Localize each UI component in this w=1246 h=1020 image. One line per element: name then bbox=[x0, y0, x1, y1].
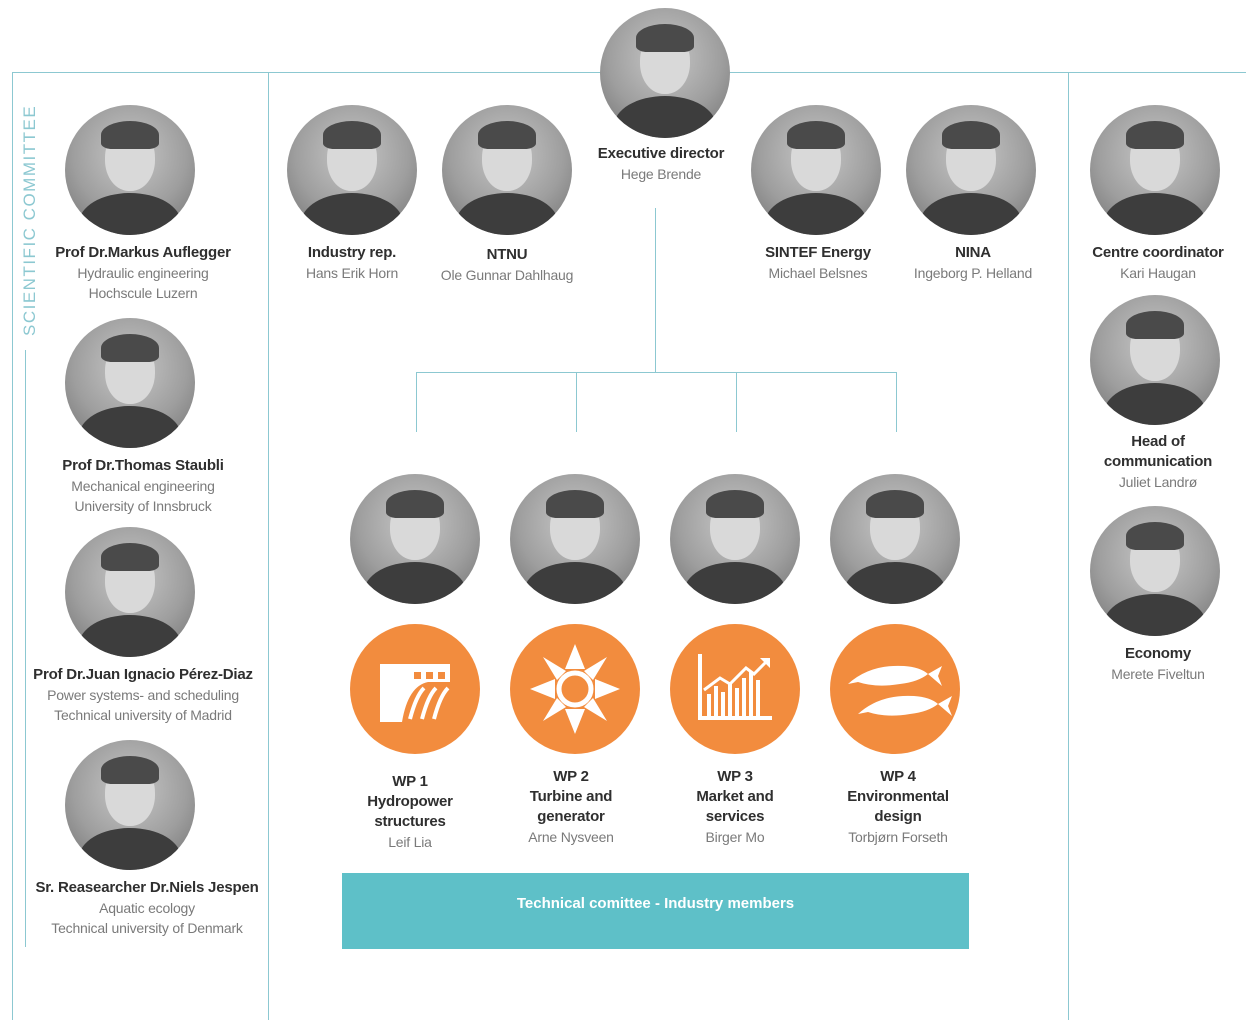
member-field: Power systems- and scheduling bbox=[47, 687, 239, 703]
member-name: Prof Dr.Markus Auflegger bbox=[55, 244, 231, 261]
member-institution: University of Innsbruck bbox=[74, 498, 212, 514]
wp-leader: Torbjørn Forseth bbox=[848, 829, 948, 845]
staff-role: Head of bbox=[1131, 433, 1185, 450]
staff-role: communication bbox=[1103, 453, 1213, 470]
turbine-icon bbox=[510, 624, 640, 754]
wp-id: WP 1 bbox=[392, 773, 428, 790]
staff-name: Juliet Landrø bbox=[1118, 474, 1198, 490]
avatar bbox=[65, 740, 195, 870]
wp-label: WP 4 Environmental design Torbjørn Forse… bbox=[778, 767, 1018, 847]
wp-title: Environmental bbox=[847, 788, 949, 805]
wp-title: Hydropower bbox=[367, 793, 453, 810]
member-field: Hydraulic engineering bbox=[77, 265, 209, 281]
director-stem-line bbox=[655, 208, 656, 372]
staff-role: Centre coordinator bbox=[1092, 244, 1224, 261]
staff-name: Kari Haugan bbox=[1120, 265, 1196, 281]
member-institution: Hochscule Luzern bbox=[88, 285, 198, 301]
wp3-drop-line bbox=[736, 372, 737, 432]
board-member: Industry rep. Hans Erik Horn bbox=[232, 243, 472, 283]
wp-branch-line bbox=[416, 372, 897, 373]
wp-leader: Leif Lia bbox=[388, 834, 432, 850]
wp-title: structures bbox=[374, 813, 446, 830]
avatar bbox=[65, 105, 195, 235]
staff-member: Head of communication Juliet Landrø bbox=[1038, 432, 1246, 492]
avatar bbox=[350, 474, 480, 604]
wp-label: WP 1 Hydropower structures Leif Lia bbox=[290, 772, 530, 852]
right-column-divider bbox=[1068, 72, 1069, 1020]
member-name: Ingeborg P. Helland bbox=[913, 265, 1033, 281]
wp-title: generator bbox=[537, 808, 605, 825]
fish-icon bbox=[830, 624, 960, 754]
market-chart-icon bbox=[670, 624, 800, 754]
committee-member: Prof Dr.Markus Auflegger Hydraulic engin… bbox=[23, 243, 263, 303]
wp-label: WP 2 Turbine and generator Arne Nysveen bbox=[451, 767, 691, 847]
member-name: Sr. Reasearcher Dr.Niels Jespen bbox=[35, 879, 259, 896]
staff-member: Centre coordinator Kari Haugan bbox=[1038, 243, 1246, 283]
staff-member: Economy Merete Fiveltun bbox=[1038, 644, 1246, 684]
board-member: NTNU Ole Gunnar Dahlhaug bbox=[387, 245, 627, 285]
member-role: Industry rep. bbox=[307, 244, 397, 261]
wp-title: services bbox=[705, 808, 765, 825]
wp-title: design bbox=[874, 808, 922, 825]
wp-title: Market and bbox=[696, 788, 774, 805]
wp2-drop-line bbox=[576, 372, 577, 432]
committee-side-line bbox=[25, 350, 26, 947]
avatar bbox=[600, 8, 730, 138]
avatar bbox=[906, 105, 1036, 235]
left-frame-line bbox=[12, 72, 13, 1020]
committee-member: Prof Dr.Thomas Staubli Mechanical engine… bbox=[23, 456, 263, 516]
member-field: Aquatic ecology bbox=[99, 900, 195, 916]
member-name: Michael Belsnes bbox=[768, 265, 868, 281]
avatar bbox=[65, 318, 195, 448]
member-name: Ole Gunnar Dahlhaug bbox=[440, 267, 574, 283]
wp4-drop-line bbox=[896, 372, 897, 432]
staff-name: Merete Fiveltun bbox=[1111, 666, 1205, 682]
avatar bbox=[442, 105, 572, 235]
member-institution: Technical university of Denmark bbox=[51, 920, 243, 936]
member-role: NINA bbox=[955, 244, 991, 261]
committee-member: Prof Dr.Juan Ignacio Pérez-Diaz Power sy… bbox=[23, 665, 263, 725]
wp-id: WP 3 bbox=[717, 768, 753, 785]
wp-id: WP 2 bbox=[553, 768, 589, 785]
committee-member: Sr. Reasearcher Dr.Niels Jespen Aquatic … bbox=[27, 878, 267, 938]
member-name: Prof Dr.Thomas Staubli bbox=[62, 457, 224, 474]
member-field: Mechanical engineering bbox=[71, 478, 215, 494]
avatar bbox=[751, 105, 881, 235]
executive-director: Executive director Hege Brende bbox=[541, 144, 781, 184]
avatar bbox=[670, 474, 800, 604]
wp-title: Turbine and bbox=[529, 788, 613, 805]
wp-id: WP 4 bbox=[880, 768, 916, 785]
member-role: NTNU bbox=[486, 246, 528, 263]
board-member: SINTEF Energy Michael Belsnes bbox=[698, 243, 938, 283]
avatar bbox=[65, 527, 195, 657]
wp1-drop-line bbox=[416, 372, 417, 432]
avatar bbox=[287, 105, 417, 235]
director-role: Executive director bbox=[597, 145, 725, 162]
left-column-divider bbox=[268, 72, 269, 1020]
technical-committee-banner: Technical comittee - Industry members bbox=[342, 873, 969, 949]
member-institution: Technical university of Madrid bbox=[54, 707, 232, 723]
avatar bbox=[1090, 506, 1220, 636]
director-name: Hege Brende bbox=[620, 166, 702, 182]
board-member: NINA Ingeborg P. Helland bbox=[853, 243, 1093, 283]
avatar bbox=[1090, 295, 1220, 425]
dam-icon bbox=[350, 624, 480, 754]
avatar bbox=[830, 474, 960, 604]
avatar bbox=[510, 474, 640, 604]
wp-leader: Arne Nysveen bbox=[528, 829, 614, 845]
avatar bbox=[1090, 105, 1220, 235]
wp-label: WP 3 Market and services Birger Mo bbox=[615, 767, 855, 847]
member-name: Hans Erik Horn bbox=[305, 265, 399, 281]
member-name: Prof Dr.Juan Ignacio Pérez-Diaz bbox=[33, 666, 253, 683]
wp-leader: Birger Mo bbox=[705, 829, 765, 845]
staff-role: Economy bbox=[1124, 645, 1192, 662]
member-role: SINTEF Energy bbox=[765, 244, 871, 261]
